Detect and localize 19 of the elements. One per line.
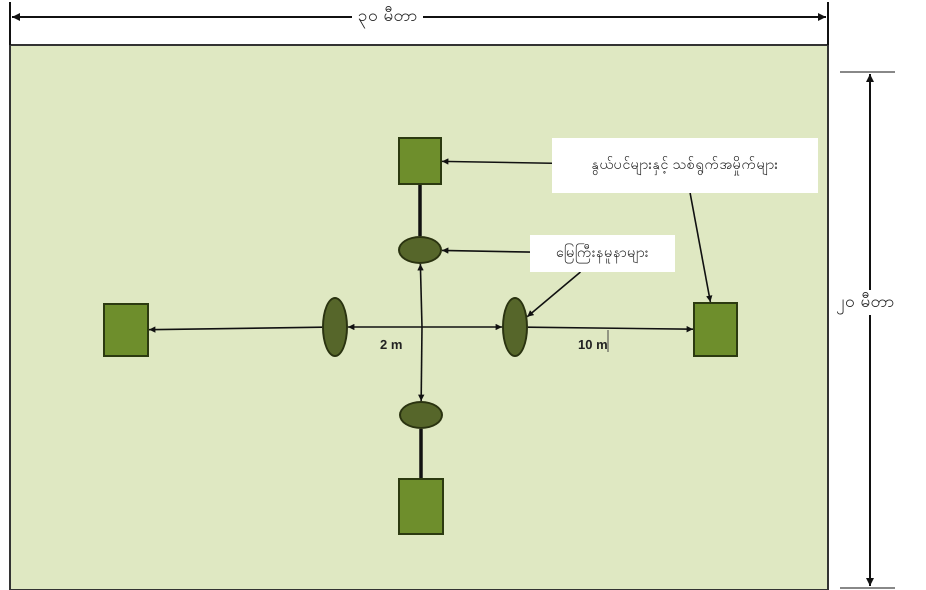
- callout-box: မြေကြီးနမူနာများ: [530, 235, 675, 272]
- arrow: [148, 326, 322, 333]
- dimension-label: 10 m: [578, 337, 608, 352]
- leader-line: [442, 158, 552, 165]
- arrow: [417, 264, 424, 328]
- plot-square: [693, 302, 738, 357]
- arrow: [422, 324, 502, 330]
- leader-line: [526, 271, 581, 318]
- plot-square: [398, 137, 442, 185]
- leader-line: [442, 247, 530, 254]
- arrow: [528, 326, 693, 332]
- arrow: [348, 324, 422, 330]
- plot-square: [398, 478, 444, 535]
- dimension-label: ၃၀ မီတာ: [352, 4, 424, 29]
- callout-box: နွယ်ပင်များနှင့် သစ်ရွက်အမှိုက်များ: [552, 138, 818, 193]
- plot-square: [103, 303, 149, 357]
- dimension-label: 2 m: [380, 337, 402, 352]
- arrow: [418, 327, 424, 401]
- leader-line: [689, 192, 712, 302]
